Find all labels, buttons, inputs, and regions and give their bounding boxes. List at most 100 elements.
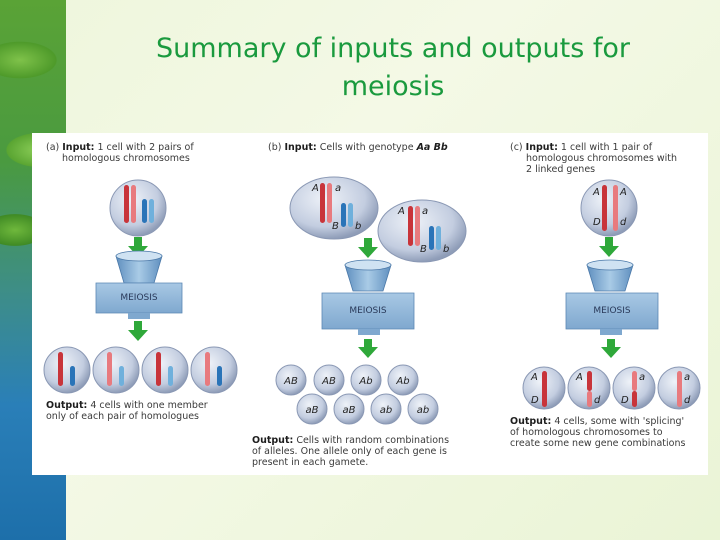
gamete-cell bbox=[313, 364, 345, 396]
gamete-cell bbox=[387, 364, 419, 396]
output-label: Output: bbox=[46, 400, 88, 411]
arrow-down-icon bbox=[128, 321, 148, 341]
chromosome bbox=[632, 371, 637, 391]
panel-a-output-cell bbox=[43, 346, 91, 394]
allele-label: D bbox=[531, 395, 539, 406]
gamete-cell bbox=[370, 393, 402, 425]
caption-text: present in each gamete. bbox=[252, 457, 369, 468]
chromosome bbox=[131, 185, 136, 223]
panel-a-output-cell bbox=[92, 346, 140, 394]
gamete-label: ab bbox=[380, 405, 392, 416]
chromosome bbox=[348, 203, 353, 227]
gamete-label: AB bbox=[321, 376, 336, 387]
chromosome bbox=[408, 206, 413, 246]
allele-label: d bbox=[620, 217, 627, 228]
allele-label: a bbox=[639, 372, 645, 383]
chromosome bbox=[149, 199, 154, 223]
meiosis-label: MEIOSIS bbox=[349, 306, 387, 316]
chromosome bbox=[587, 391, 592, 407]
allele-label: d bbox=[594, 395, 601, 406]
slide-title: Summary of inputs and outputs for meiosi… bbox=[66, 30, 720, 106]
allele-label: A bbox=[619, 187, 627, 198]
caption-text: create some new gene combinations bbox=[510, 438, 686, 449]
caption-text: of alleles. One allele only of each gene… bbox=[252, 446, 447, 457]
chromosome bbox=[415, 206, 420, 246]
gamete-cell bbox=[275, 364, 307, 396]
chromosome bbox=[119, 366, 124, 386]
gamete-label: Ab bbox=[358, 376, 372, 387]
meiosis-label: MEIOSIS bbox=[593, 306, 631, 316]
chromosome bbox=[677, 371, 682, 407]
panel-b-input-cell bbox=[377, 199, 467, 263]
allele-label: B bbox=[420, 244, 427, 255]
genotype: Aa Bb bbox=[416, 142, 448, 153]
gamete-cell bbox=[333, 393, 365, 425]
caption-text: only of each pair of homologues bbox=[46, 411, 200, 422]
caption-text: Cells with genotype bbox=[316, 142, 417, 153]
arrow-down-icon bbox=[358, 339, 378, 358]
panel-a-output-cell bbox=[141, 346, 189, 394]
allele-label: A bbox=[530, 372, 538, 383]
gamete-cell bbox=[350, 364, 382, 396]
panel-b-input-cell bbox=[289, 176, 379, 240]
chromosome bbox=[124, 185, 129, 223]
allele-label: A bbox=[575, 372, 583, 383]
meiosis-label: MEIOSIS bbox=[120, 293, 158, 303]
chromosome bbox=[320, 183, 325, 223]
caption-text: homologous chromosomes bbox=[62, 153, 190, 164]
chromosome bbox=[436, 226, 441, 250]
output-label: Output: bbox=[252, 435, 294, 446]
allele-label: D bbox=[593, 217, 601, 228]
caption-text: 1 cell with 1 pair of bbox=[557, 142, 653, 153]
panel-b: A a B b A a B b bbox=[275, 176, 467, 425]
meiosis-figure: A a B b A a B b bbox=[32, 133, 708, 475]
panel-a-output-caption: Output: 4 cells with one member only of … bbox=[46, 400, 256, 422]
chromosome bbox=[168, 366, 173, 386]
input-label: Input: bbox=[62, 142, 95, 153]
chromosome bbox=[107, 352, 112, 386]
output-label: Output: bbox=[510, 416, 552, 427]
arrow-down-icon bbox=[599, 237, 619, 257]
chromosome bbox=[341, 203, 346, 227]
meiosis-diagram: A a B b A a B b bbox=[43, 176, 701, 425]
panel-tag: (a) bbox=[46, 142, 60, 153]
panel-c-input-cell bbox=[580, 179, 638, 237]
chromosome bbox=[587, 371, 592, 391]
gamete-label: aB bbox=[306, 405, 319, 416]
gamete-label: ab bbox=[417, 405, 429, 416]
arrow-down-icon bbox=[358, 238, 378, 258]
panel-a-input-cell bbox=[109, 179, 167, 237]
input-label: Input: bbox=[284, 142, 317, 153]
chromosome bbox=[613, 185, 618, 231]
panel-c: A A D d A D bbox=[522, 179, 701, 410]
chromosome bbox=[142, 199, 147, 223]
slide-title-line-1: Summary of inputs and outputs for bbox=[156, 33, 630, 64]
allele-label: b bbox=[443, 244, 449, 255]
panel-b-output-caption: Output: Cells with random combinations o… bbox=[252, 435, 472, 468]
slide-title-line-2: meiosis bbox=[341, 71, 445, 102]
caption-text: 4 cells with one member bbox=[87, 400, 208, 411]
allele-label: D bbox=[621, 395, 629, 406]
allele-label: d bbox=[684, 395, 691, 406]
chromosome bbox=[70, 366, 75, 386]
chromosome bbox=[58, 352, 63, 386]
chromosome bbox=[217, 366, 222, 386]
chromosome bbox=[205, 352, 210, 386]
panel-c-output-caption: Output: 4 cells, some with 'splicing' of… bbox=[510, 416, 705, 449]
gamete-cell bbox=[296, 393, 328, 425]
panel-a-output-cell bbox=[190, 346, 238, 394]
caption-text: 4 cells, some with 'splicing' bbox=[551, 416, 685, 427]
allele-label: b bbox=[355, 221, 361, 232]
chromosome bbox=[542, 371, 547, 407]
caption-text: 1 cell with 2 pairs of bbox=[94, 142, 194, 153]
arrow-down-icon bbox=[601, 339, 621, 358]
caption-text: Cells with random combinations bbox=[293, 435, 450, 446]
chromosome bbox=[327, 183, 332, 223]
panel-tag: (c) bbox=[510, 142, 523, 153]
chromosome bbox=[602, 185, 607, 231]
allele-label: a bbox=[684, 372, 690, 383]
panel-tag: (b) bbox=[268, 142, 282, 153]
caption-text: homologous chromosomes with bbox=[526, 153, 677, 164]
gamete-label: Ab bbox=[395, 376, 409, 387]
allele-label: a bbox=[422, 206, 428, 217]
